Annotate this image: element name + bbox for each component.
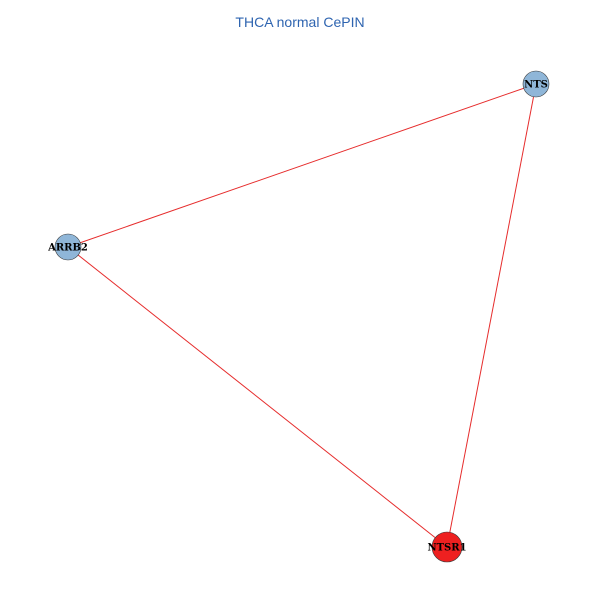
node-NTS: NTS: [522, 70, 550, 98]
node-circle-NTS: [522, 70, 550, 98]
node-label-ARRB2: ARRB2: [47, 243, 88, 254]
plot-title: THCA normal CePIN: [235, 14, 365, 30]
node-circle-NTSR1: [431, 531, 463, 563]
node-circle-ARRB2: [54, 233, 82, 261]
node-ARRB2: ARRB2: [47, 233, 88, 261]
edge-ARRB2-NTS: [67, 83, 537, 248]
node-NTSR1: NTSR1: [427, 531, 467, 563]
edge-ARRB2-NTSR1: [67, 246, 448, 548]
node-label-NTS: NTS: [524, 80, 548, 91]
edge-NTS-NTSR1: [446, 83, 537, 548]
node-label-NTSR1: NTSR1: [427, 543, 466, 554]
